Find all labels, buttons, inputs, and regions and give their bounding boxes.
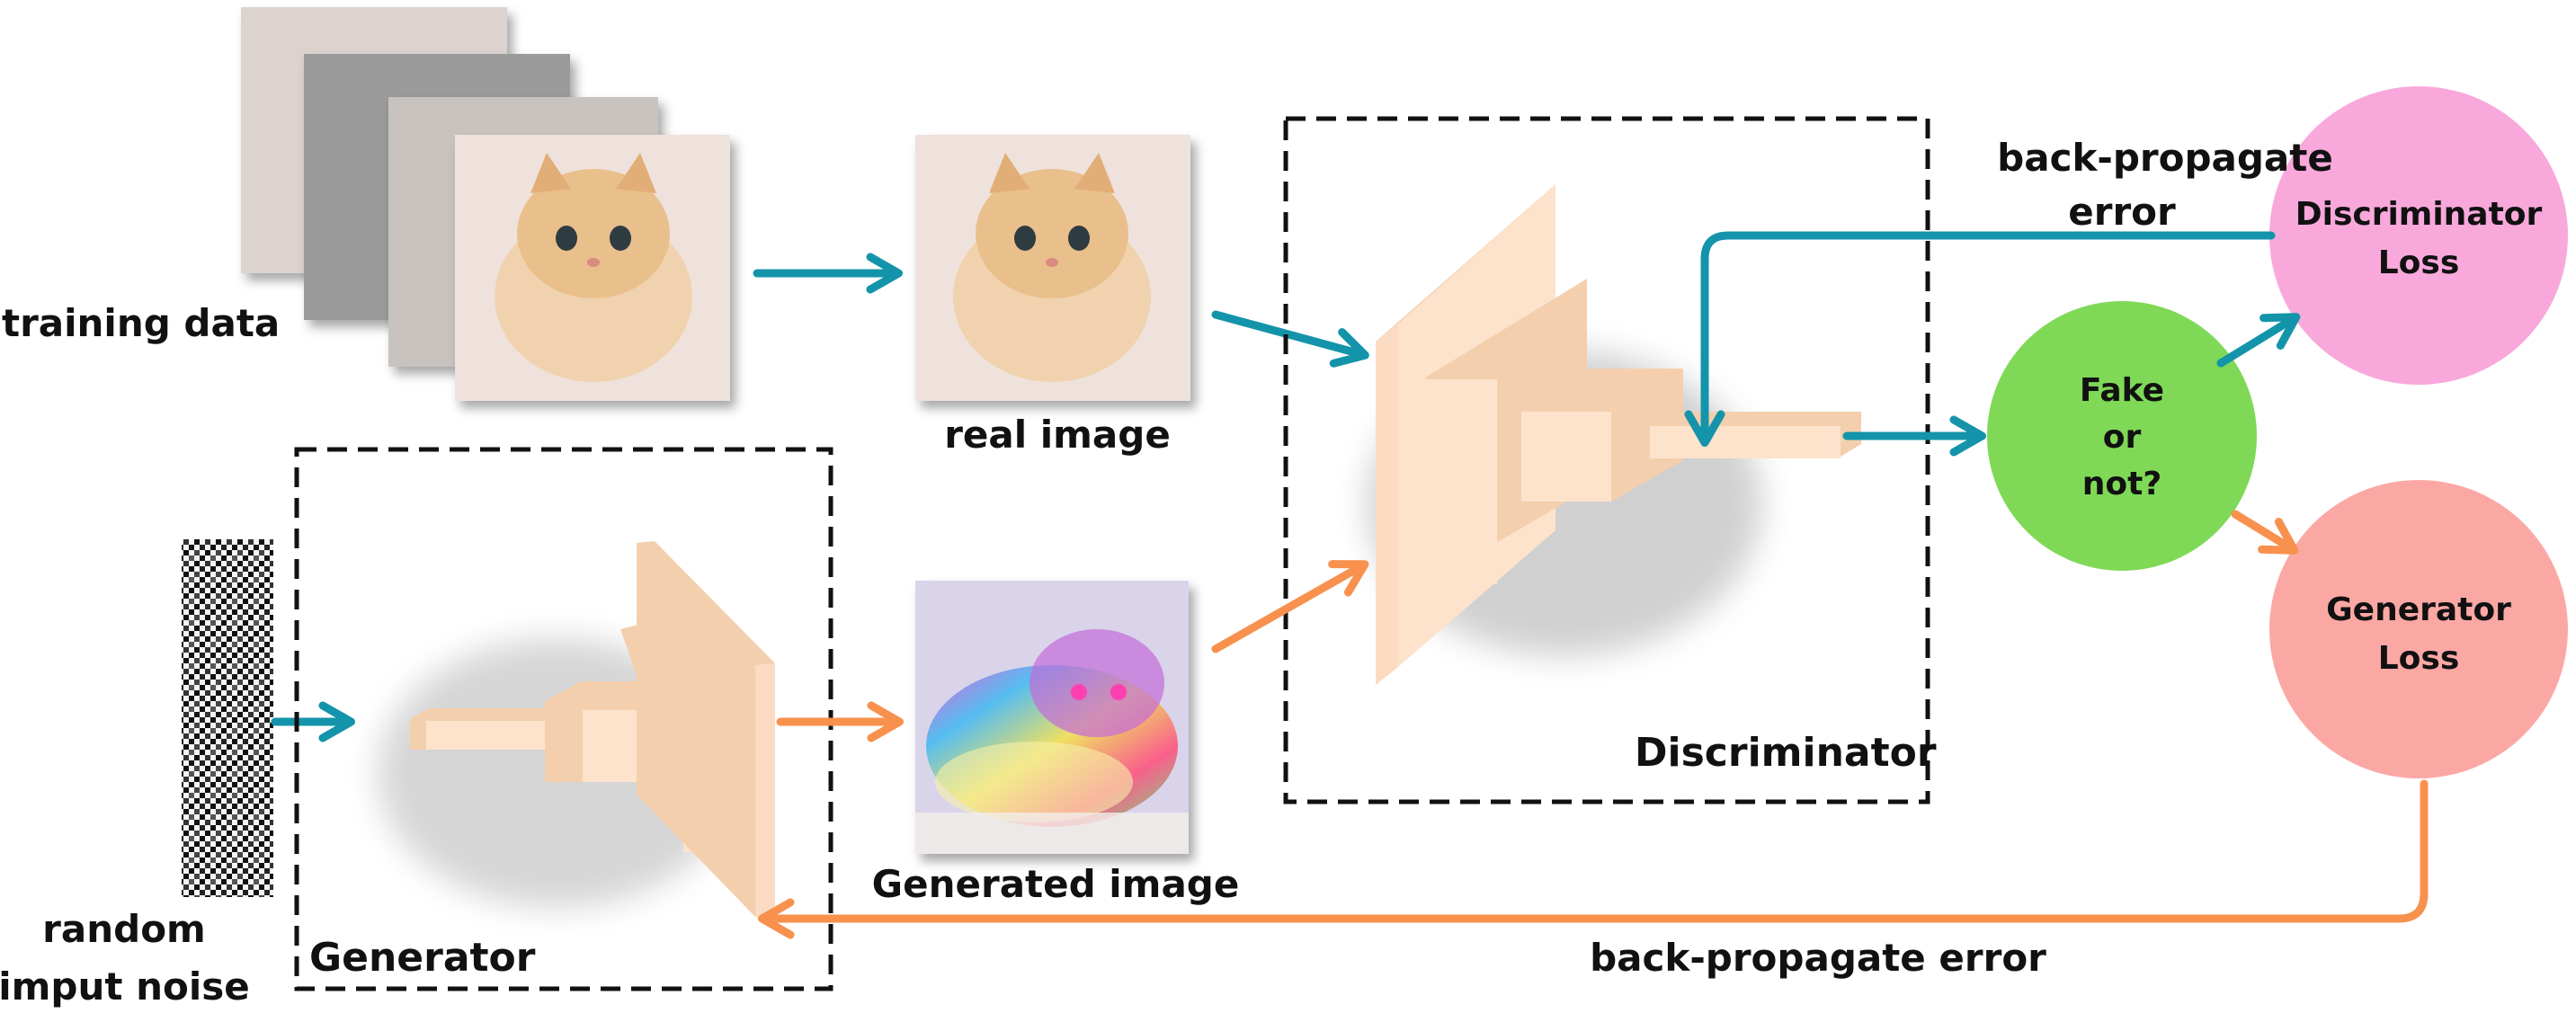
generated-cat-image: [915, 581, 1189, 854]
generator-loss-circle: [2269, 480, 2568, 778]
generator-loss-line1: Generator: [2326, 591, 2511, 628]
arrow-real-to-discriminator: [1211, 310, 1369, 368]
discriminator-loss-line2: Loss: [2378, 244, 2460, 281]
random-noise-label-line2: imput noise: [0, 964, 250, 1009]
generator-label: Generator: [309, 935, 536, 981]
discriminator-box: [1283, 116, 1930, 804]
real-cat-image: [915, 135, 1190, 401]
fake-or-not-circle: [1987, 301, 2257, 571]
discriminator-loss-line1: Discriminator: [2295, 196, 2543, 233]
training-data-stack: [241, 7, 730, 401]
arrow-decision-to-generator-loss: [2231, 510, 2299, 555]
arrow-decision-to-discriminator-loss: [2216, 313, 2301, 368]
training-data-label: training data: [2, 301, 280, 345]
arrow-backprop-generator: [758, 779, 2429, 939]
random-noise-label-line1: random: [42, 907, 206, 951]
backprop-top-line2: error: [2068, 190, 2176, 234]
discriminator-loss-circle: [2269, 86, 2568, 385]
generator-network: [378, 541, 775, 919]
random-noise-image: [182, 539, 273, 897]
fake-or-not-line1: Fake: [2080, 372, 2164, 409]
backprop-bottom-label: back-propagate error: [1590, 936, 2046, 980]
backprop-top-line1: back-propagate: [1997, 136, 2333, 180]
real-image-label: real image: [944, 413, 1171, 457]
fake-or-not-line3: not?: [2082, 466, 2162, 502]
discriminator-loss-node: Discriminator Loss: [2269, 86, 2568, 385]
fake-or-not-node: Fake or not?: [1987, 301, 2257, 571]
training-cat-image: [455, 135, 730, 401]
generated-image-label: Generated image: [872, 862, 1240, 906]
fake-or-not-line2: or: [2103, 419, 2142, 456]
generator-loss-node: Generator Loss: [2269, 480, 2568, 778]
arrow-generated-to-discriminator: [1211, 560, 1369, 653]
discriminator-network: [1367, 184, 1861, 685]
arrow-backprop-discriminator: [1684, 231, 2276, 447]
generator-loss-line2: Loss: [2378, 640, 2460, 677]
discriminator-label: Discriminator: [1635, 730, 1937, 776]
